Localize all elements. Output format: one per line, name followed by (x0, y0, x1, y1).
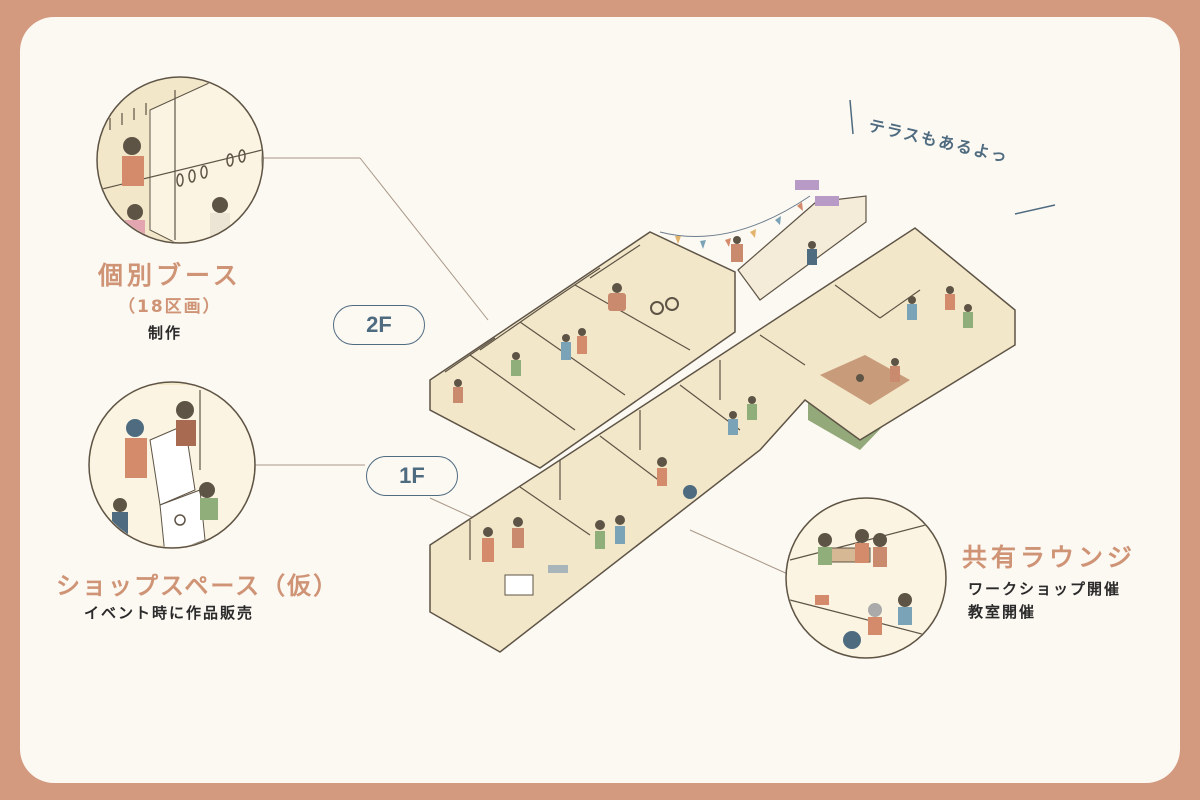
booth-count: （18区画） (118, 297, 222, 317)
note-tick-right (1014, 204, 1056, 215)
lounge-deck (820, 355, 910, 405)
shop-description: イベント時に作品販売 (84, 604, 255, 622)
note-tick-left (849, 99, 854, 135)
booth-title: 個別ブース (98, 261, 242, 290)
floor-2f-pill: 2F (333, 305, 425, 345)
terrace-deck (737, 195, 867, 301)
floor-1f-pill: 1F (366, 456, 458, 496)
floor-2f-walls (444, 244, 691, 431)
lounge-description-class: 教室開催 (968, 603, 1037, 621)
floor-2f-structure (429, 180, 867, 469)
bunting-line (659, 195, 811, 237)
floor-1f-people (482, 286, 973, 596)
lounge-title: 共有ラウンジ (962, 543, 1137, 572)
lounge-vignette (785, 497, 947, 659)
booth-connector-line-diagonal (359, 157, 489, 321)
lounge-connector-line (689, 529, 791, 576)
connector-lines (255, 157, 791, 576)
lounge-description-workshop: ワークショップ開催 (968, 580, 1122, 598)
floor-1f-structure (429, 227, 1016, 653)
floor-1f-body (429, 227, 1016, 653)
shop-title: ショップスペース（仮） (56, 572, 340, 600)
booth-vignette (96, 76, 264, 244)
shop-vignette (88, 381, 256, 549)
floor-2f-people (453, 180, 839, 403)
bunting-flags (675, 202, 803, 249)
booth-description: 制作 (148, 324, 183, 342)
floor-1f-walls (469, 284, 921, 560)
